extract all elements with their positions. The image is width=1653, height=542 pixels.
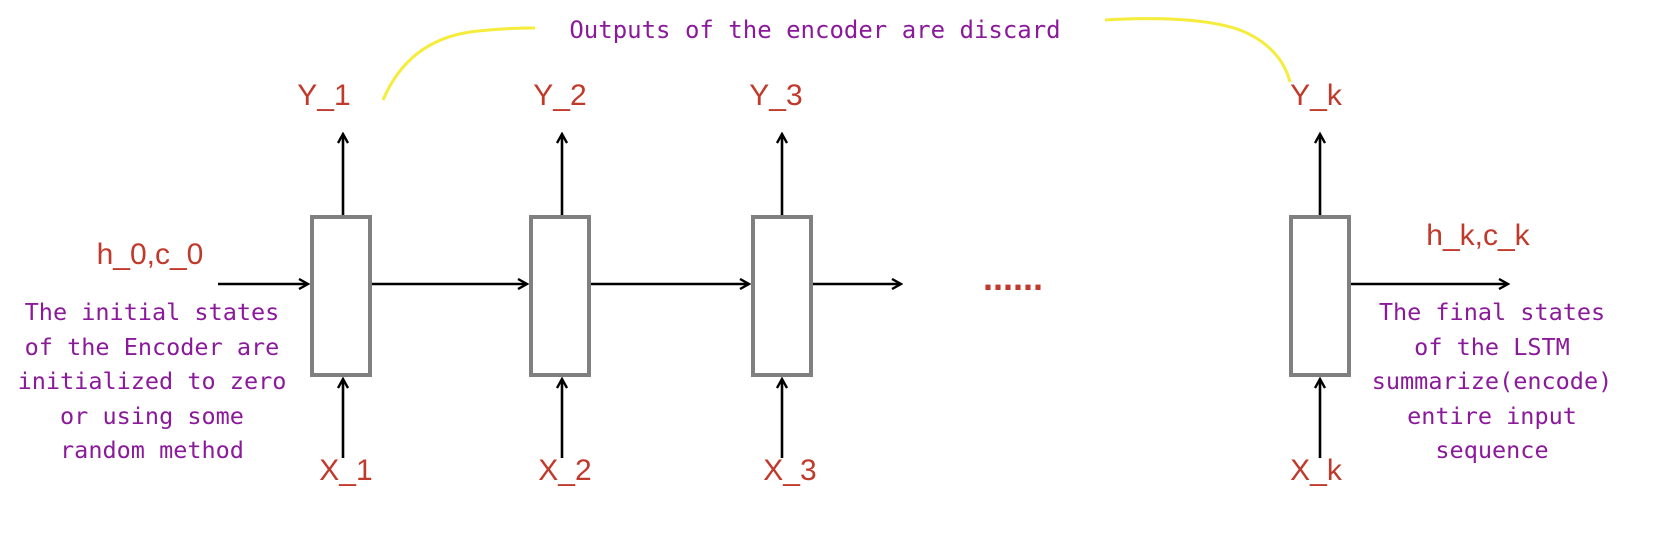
cell-1: [310, 215, 372, 377]
ellipsis: ......: [983, 257, 1043, 298]
output-label-k: Y_k: [1290, 79, 1343, 112]
final-state-label: h_k,c_k: [1426, 219, 1530, 252]
note-line: or using some: [60, 402, 244, 430]
lstm-cell-box: [1289, 215, 1351, 377]
cell-k: [1289, 215, 1351, 377]
note-line: The final states: [1379, 298, 1605, 326]
input-label-1: X_1: [319, 454, 372, 487]
note-line: sequence: [1435, 436, 1548, 464]
input-label-2: X_2: [538, 454, 591, 487]
initial-state-note: The initial states of the Encoder are in…: [18, 298, 287, 464]
final-state-note: The final states of the LSTM summarize(e…: [1372, 298, 1613, 464]
note-line: initialized to zero: [18, 367, 287, 395]
title-highlight-right: [1104, 17, 1292, 83]
lstm-cell-box: [310, 215, 372, 377]
lstm-cell-box: [529, 215, 591, 377]
cell-2: [529, 215, 591, 377]
output-label-1: Y_1: [297, 79, 350, 112]
input-label-k: X_k: [1290, 454, 1343, 487]
cell-3: [751, 215, 813, 377]
note-line: summarize(encode): [1372, 367, 1613, 395]
input-label-3: X_3: [763, 454, 816, 487]
note-line: random method: [60, 436, 244, 464]
diagram-title: Outputs of the encoder are discard: [569, 16, 1060, 44]
note-line: The initial states: [25, 298, 280, 326]
note-line: of the Encoder are: [25, 333, 280, 361]
note-line: entire input: [1407, 402, 1577, 430]
lstm-cell-box: [751, 215, 813, 377]
output-label-3: Y_3: [749, 79, 802, 112]
initial-state-label: h_0,c_0: [97, 238, 204, 271]
title-highlight-left: [381, 26, 536, 101]
note-line: of the LSTM: [1414, 333, 1570, 361]
output-label-2: Y_2: [533, 79, 586, 112]
